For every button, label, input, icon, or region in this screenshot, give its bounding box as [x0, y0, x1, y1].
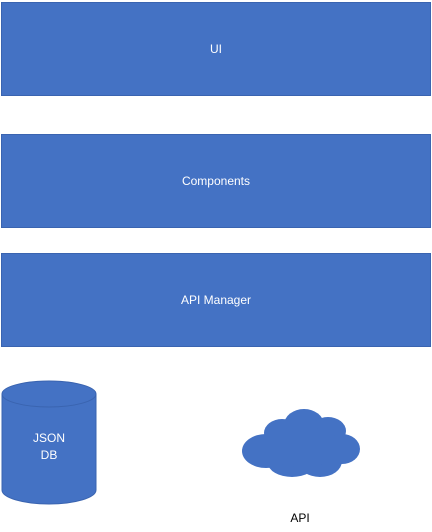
ui-layer-box: UI — [1, 2, 431, 96]
ui-layer-label: UI — [210, 42, 222, 56]
api-manager-layer-box: API Manager — [1, 253, 431, 347]
database-cylinder-icon — [1, 380, 97, 505]
api-label: API — [290, 511, 310, 525]
database-label-line-1: JSON — [32, 431, 65, 445]
components-layer-label: Components — [181, 174, 251, 188]
components-layer-box: Components — [1, 134, 431, 228]
cloud-icon — [242, 409, 360, 477]
api-manager-layer-label: API Manager — [180, 293, 252, 307]
database-label-line-2: DB — [40, 448, 58, 462]
